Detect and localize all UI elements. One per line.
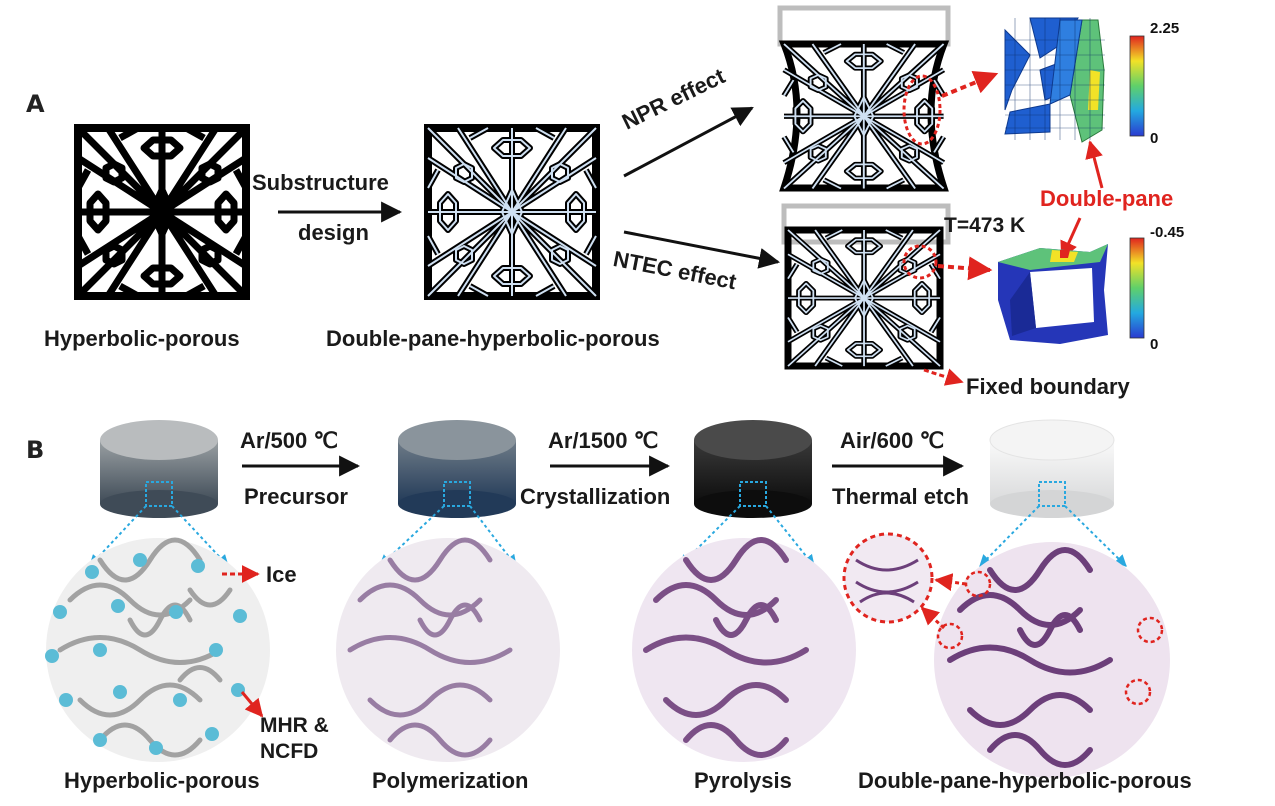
zoom-guides: [89, 505, 1127, 567]
double-pane-structure: [424, 124, 600, 300]
double-pane-label: Double-pane: [1040, 186, 1174, 211]
npr-mesh-zoom: [1004, 17, 1105, 143]
sample-cylinder-1: [100, 420, 218, 518]
ntec-arrow: [623, 230, 781, 269]
ntec-3d-cell: [998, 244, 1108, 344]
temperature-label: T=473 K: [944, 214, 1026, 237]
sample-cylinder-4: [989, 419, 1115, 518]
scale-bottom-min: 0: [1150, 336, 1159, 353]
colorbar-bottom: [1129, 237, 1145, 339]
left-caption: Hyperbolic-porous: [44, 326, 240, 351]
design-label: design: [298, 220, 369, 245]
scale-top-min: 0: [1150, 130, 1159, 147]
fixed-boundary-label: Fixed boundary: [966, 374, 1130, 399]
ice-label: Ice: [266, 562, 297, 587]
caption-4: Double-pane-hyperbolic-porous: [858, 768, 1192, 793]
ntec-deformed-structure: [781, 203, 951, 370]
scale-top-max: 2.25: [1150, 20, 1180, 37]
step1-bottom-label: Precursor: [244, 484, 348, 509]
panel-a-label: A: [26, 90, 45, 118]
sample-cylinder-3: [694, 420, 812, 518]
caption-2: Polymerization: [372, 768, 529, 793]
caption-1: Hyperbolic-porous: [64, 768, 260, 793]
scale-bottom-max: -0.45: [1150, 224, 1185, 241]
step3-bottom-label: Thermal etch: [832, 484, 969, 509]
double-pane-pointer-1: [1085, 140, 1104, 189]
step3-top-label: Air/600 ℃: [840, 428, 945, 453]
mhr-arrow: [240, 691, 264, 718]
foam-hyperbolic-porous: [45, 537, 270, 762]
foam-double-pane: [842, 532, 1170, 778]
middle-caption: Double-pane-hyperbolic-porous: [326, 326, 660, 351]
hyperbolic-porous-structure: [74, 124, 250, 300]
step2-bottom-label: Crystallization: [520, 484, 671, 509]
mhr-label-2: NCFD: [260, 740, 319, 763]
foam-pyrolysis: [632, 537, 856, 762]
npr-arrow: [623, 106, 754, 178]
caption-3: Pyrolysis: [694, 768, 792, 793]
npr-zoom-arrow: [941, 71, 999, 98]
mhr-label-1: MHR &: [260, 714, 329, 737]
step1-top-label: Ar/500 ℃: [240, 428, 339, 453]
double-pane-zoom-arrow-1: [934, 573, 967, 592]
ntec-zoom-arrow: [937, 256, 993, 281]
fixed-boundary-arrow: [923, 368, 964, 386]
npr-deformed-structure: [777, 5, 951, 192]
double-pane-zoom-arrow-2: [920, 606, 946, 630]
colorbar-top: [1129, 35, 1145, 137]
panel-b-label: B: [26, 436, 45, 464]
foam-polymerization: [336, 537, 560, 762]
sample-cylinder-2: [398, 420, 516, 518]
step2-top-label: Ar/1500 ℃: [548, 428, 659, 453]
substructure-label: Substructure: [252, 170, 389, 195]
